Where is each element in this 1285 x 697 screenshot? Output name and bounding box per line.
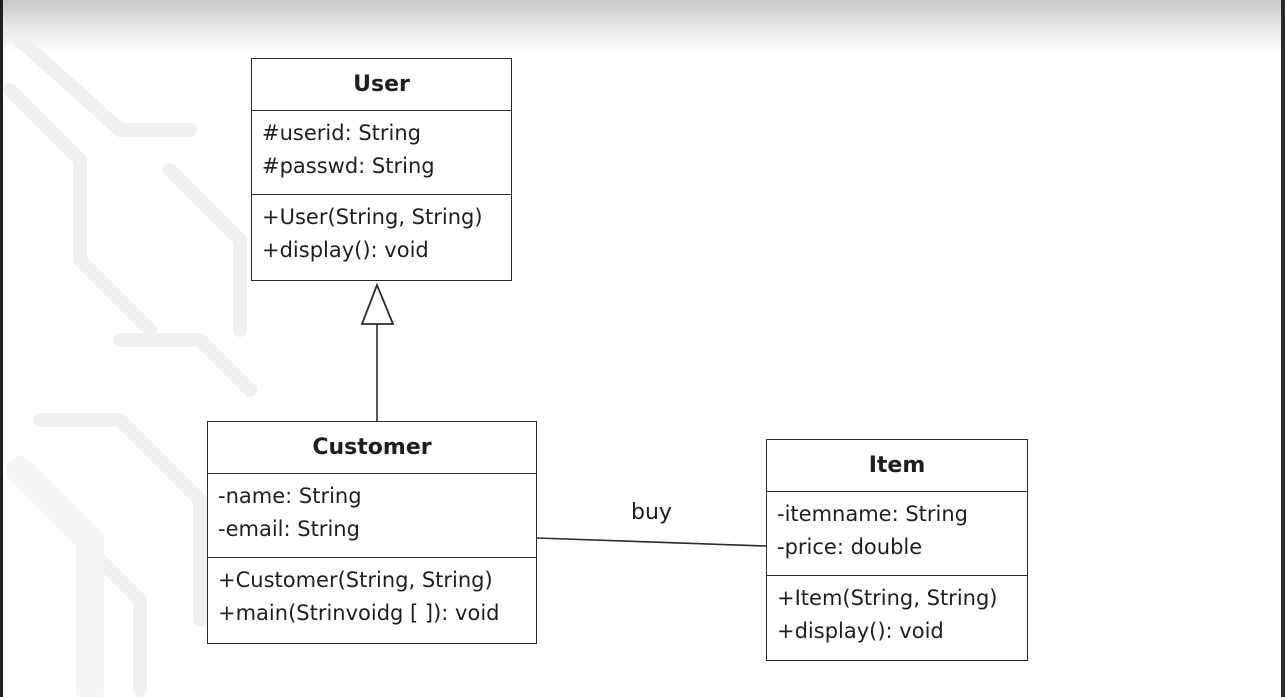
methods-compartment: +User(String, String) +display(): void	[252, 195, 511, 267]
attributes-compartment: -name: String -email: String	[208, 474, 536, 558]
attribute-item: -price: double	[777, 535, 923, 559]
attribute-item: #userid: String	[262, 121, 421, 145]
methods-compartment: +Customer(String, String) +main(Strinvoi…	[208, 558, 536, 630]
scan-top-shadow	[0, 0, 1285, 52]
association-line	[536, 537, 767, 547]
class-box-item[interactable]: Item -itemname: String -price: double +I…	[766, 439, 1028, 661]
attribute-item: #passwd: String	[262, 154, 435, 178]
class-box-customer[interactable]: Customer -name: String -email: String +C…	[207, 421, 537, 644]
scan-right-edge	[1281, 0, 1285, 697]
attribute-item: -name: String	[218, 484, 362, 508]
class-box-user[interactable]: User #userid: String #passwd: String +Us…	[251, 58, 512, 281]
attribute-item: -itemname: String	[777, 502, 968, 526]
method-item: +Customer(String, String)	[218, 568, 493, 592]
attributes-compartment: #userid: String #passwd: String	[252, 111, 511, 195]
class-name: Customer	[208, 422, 536, 474]
class-name: User	[252, 59, 511, 111]
attribute-item: -email: String	[218, 517, 360, 541]
scan-left-edge	[0, 0, 3, 697]
method-item: +display(): void	[777, 619, 944, 643]
attributes-compartment: -itemname: String -price: double	[767, 492, 1027, 576]
method-item: +main(Strinvoidg [ ]): void	[218, 601, 500, 625]
association-label: buy	[631, 500, 672, 525]
methods-compartment: +Item(String, String) +display(): void	[767, 576, 1027, 648]
generalization-arrowhead	[360, 282, 395, 325]
method-item: +User(String, String)	[262, 205, 483, 229]
class-name: Item	[767, 440, 1027, 492]
method-item: +display(): void	[262, 238, 429, 262]
method-item: +Item(String, String)	[777, 586, 998, 610]
